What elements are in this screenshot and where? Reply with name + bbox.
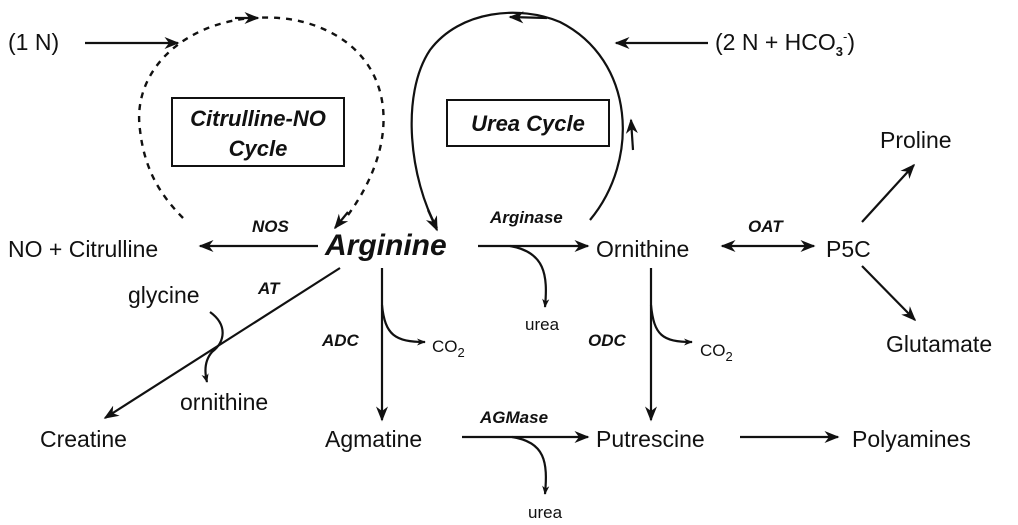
urea-cycle-arginine-arrowhead bbox=[425, 209, 439, 232]
enzyme-agmase: AGMase bbox=[479, 408, 548, 427]
urea-cycle-loop bbox=[410, 11, 624, 229]
arrow-arginase-urea bbox=[509, 244, 550, 308]
urea-cycle-top-arrowhead bbox=[508, 11, 548, 24]
citrulline-no-cycle-loop bbox=[137, 16, 385, 221]
node-ornithine: Ornithine bbox=[596, 236, 689, 262]
byproduct-co2-odc: CO2 bbox=[700, 341, 733, 364]
node-polyamines: Polyamines bbox=[852, 426, 971, 452]
citrulline-no-cycle-box bbox=[171, 97, 345, 167]
enzyme-nos: NOS bbox=[252, 217, 290, 236]
enzyme-odc: ODC bbox=[588, 331, 627, 350]
arrow-glycine-to-ornithine bbox=[201, 311, 224, 383]
arrow-arginine-to-creatine bbox=[103, 267, 341, 419]
node-arginine: Arginine bbox=[324, 229, 447, 262]
input-one-n-label: (1 N) bbox=[8, 29, 59, 55]
byproduct-urea-arginase: urea bbox=[525, 315, 560, 334]
arrow-p5c-to-glutamate bbox=[861, 265, 917, 322]
citrulline-no-cycle-title-2: Cycle bbox=[229, 136, 288, 161]
enzyme-oat: OAT bbox=[748, 217, 784, 236]
node-proline: Proline bbox=[880, 127, 952, 153]
node-putrescine: Putrescine bbox=[596, 426, 705, 452]
input-two-n-label: (2 N + HCO3-) bbox=[715, 29, 855, 59]
urea-cycle-box bbox=[446, 99, 610, 147]
node-glutamate: Glutamate bbox=[886, 331, 992, 357]
node-creatine: Creatine bbox=[40, 426, 127, 452]
urea-cycle-title: Urea Cycle bbox=[471, 111, 585, 136]
enzyme-at: AT bbox=[257, 279, 281, 298]
byproduct-co2-adc: CO2 bbox=[432, 337, 465, 360]
enzyme-adc: ADC bbox=[321, 331, 360, 350]
arrow-odc-co2 bbox=[649, 304, 693, 346]
enzyme-arginase: Arginase bbox=[489, 208, 563, 227]
arrow-p5c-to-proline bbox=[861, 163, 916, 223]
node-ornithine-byproduct: ornithine bbox=[180, 389, 268, 415]
node-p5c: P5C bbox=[826, 236, 871, 262]
citrulline-no-cycle-title-1: Citrulline-NO bbox=[190, 106, 326, 131]
byproduct-urea-agmase: urea bbox=[528, 503, 563, 522]
urea-cycle-right-arrowhead bbox=[625, 118, 638, 151]
arrow-agmase-urea bbox=[511, 435, 550, 495]
node-glycine: glycine bbox=[128, 282, 200, 308]
node-no-citrulline: NO + Citrulline bbox=[8, 236, 158, 262]
arrow-adc-co2 bbox=[380, 304, 426, 346]
citrulline-no-cycle-arginine-arrowhead bbox=[334, 211, 349, 230]
node-agmatine: Agmatine bbox=[325, 426, 422, 452]
